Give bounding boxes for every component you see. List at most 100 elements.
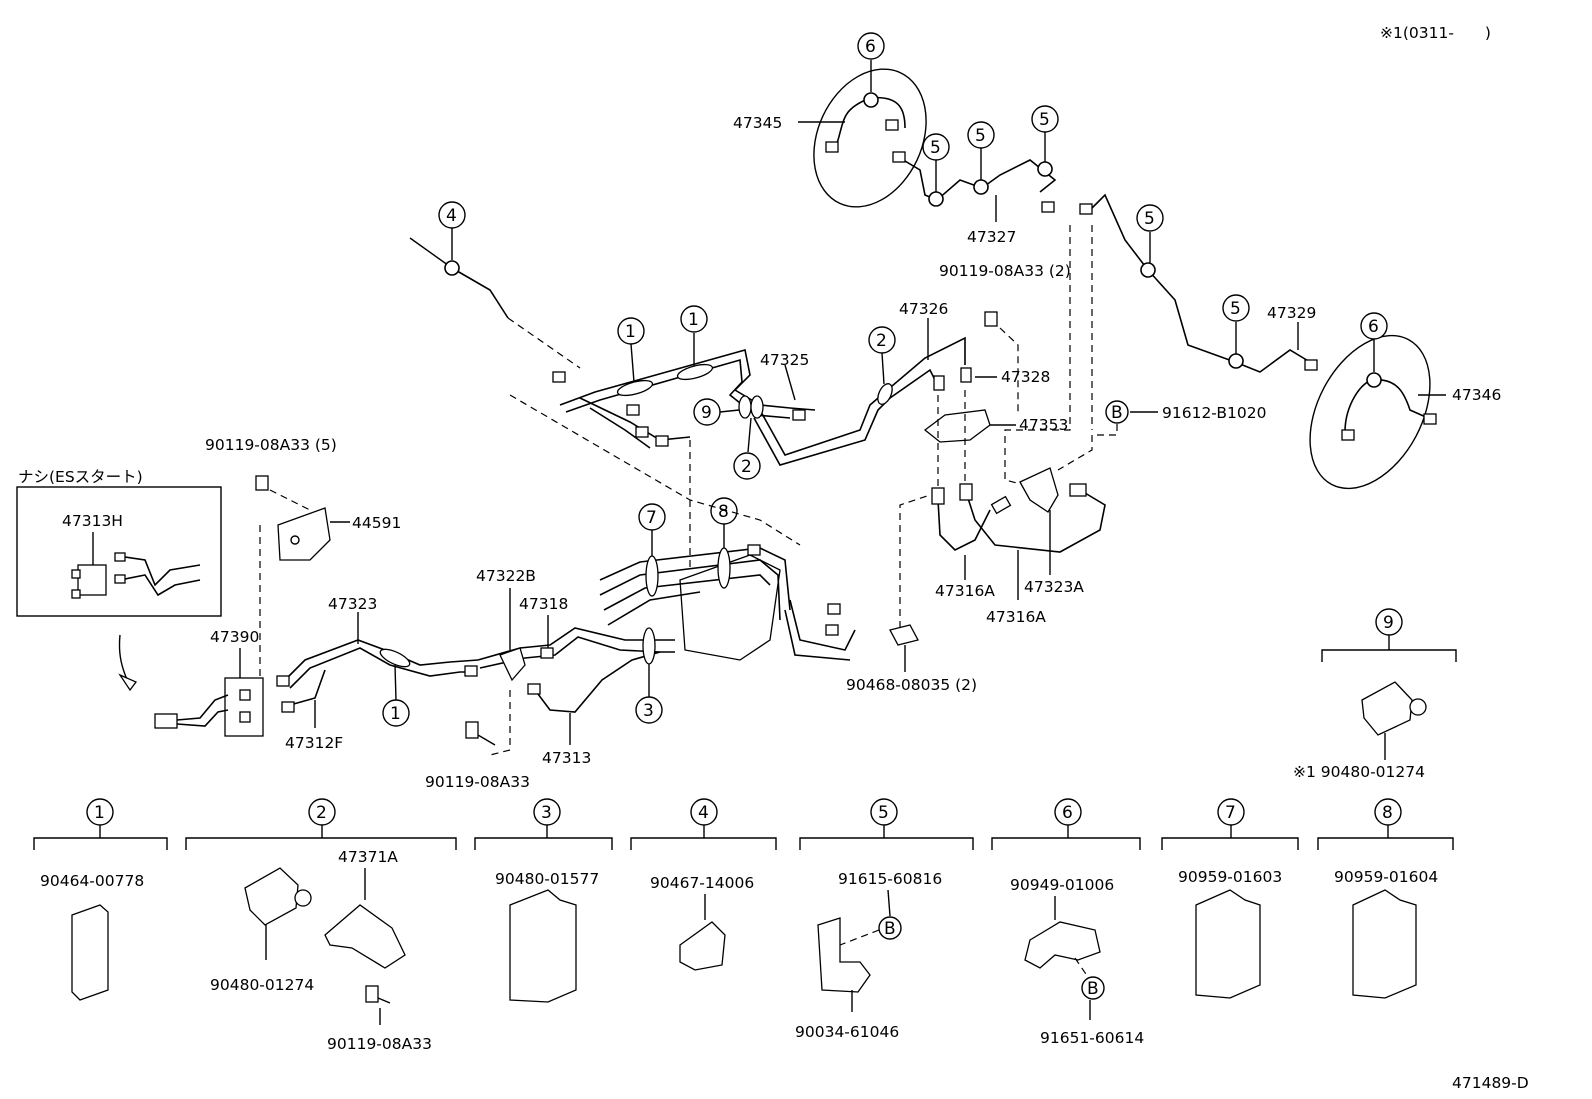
pipe-47312F	[289, 669, 326, 706]
pipe-right	[784, 609, 851, 661]
pipe-fitting	[281, 701, 295, 713]
detail-ellipse-47345	[813, 68, 927, 208]
callout-1-number: 1	[625, 322, 636, 342]
callout-6-number: 6	[1368, 317, 1379, 337]
callout-4	[438, 201, 466, 229]
label-47325: 47325	[760, 351, 809, 369]
label-47318: 47318	[519, 595, 568, 613]
callout-5-number: 5	[930, 138, 941, 158]
diagram-code: 471489-D	[1452, 1074, 1529, 1092]
clip-47322B	[499, 647, 526, 682]
group-bracket-9	[1321, 649, 1457, 662]
callout-1-number: 1	[688, 310, 699, 330]
block-47390	[224, 677, 264, 737]
pipe-fitting	[540, 647, 554, 659]
pipe-fitting	[825, 141, 839, 153]
clamp-9	[738, 395, 752, 419]
pipe-loop-d	[607, 591, 701, 626]
callout-1	[382, 699, 410, 727]
legend-bracket-6	[991, 837, 1141, 850]
callout-5-number: 5	[1039, 110, 1050, 130]
pipe-47329	[1089, 193, 1311, 373]
bracket-90949	[1024, 921, 1101, 969]
callout-b-letter: B	[1087, 979, 1099, 999]
clamp-2	[750, 395, 764, 419]
bolt	[365, 985, 379, 1003]
pipe-fitting	[892, 151, 906, 163]
block-47313H	[77, 564, 107, 596]
callout-2-number: 2	[741, 457, 752, 477]
pipe-47316A-b	[965, 489, 1106, 553]
legend-callout-1-number: 1	[94, 803, 105, 823]
callout-7	[638, 503, 666, 531]
dash-link	[507, 317, 581, 369]
pipe-47316A-a	[937, 499, 991, 551]
label-90468: 90468-08035 (2)	[846, 676, 977, 694]
callout-8	[710, 497, 738, 525]
callout-6	[1360, 312, 1388, 340]
leader-2	[747, 417, 752, 453]
inset-pipe	[124, 556, 201, 587]
label-47322B: 47322B	[476, 567, 536, 585]
label-47312F: 47312F	[285, 734, 343, 752]
clamp-7	[645, 555, 659, 597]
label-47328: 47328	[1001, 368, 1050, 386]
callout-3-number: 3	[643, 701, 654, 721]
callout-b	[1081, 976, 1105, 1000]
label-90119: 90119-08A33	[425, 773, 530, 791]
callout-5-number: 5	[1230, 299, 1241, 319]
label-90119-2: 90119-08A33 (2)	[939, 262, 1071, 280]
pipe-line-4	[451, 267, 509, 319]
label-47316A-2: 47316A	[986, 608, 1046, 626]
label-90119-5: 90119-08A33 (5)	[205, 436, 337, 454]
callout-b-letter: B	[1111, 403, 1123, 423]
clamp-stack	[71, 904, 109, 1001]
fitting	[114, 574, 126, 584]
leader-1	[394, 664, 397, 701]
pipe-link	[176, 709, 229, 727]
clamp-3	[642, 627, 656, 665]
bolt	[255, 475, 269, 491]
callout-2	[868, 326, 896, 354]
callout-1	[617, 317, 645, 345]
hose-fitting	[931, 487, 945, 505]
legend-part: 90464-00778	[40, 872, 144, 890]
callout-5	[1136, 204, 1164, 232]
clamp-90480-01274	[244, 867, 299, 926]
legend-bracket-8	[1317, 837, 1454, 850]
bolt-shank	[377, 997, 391, 1004]
label-91612: 91612-B1020	[1162, 404, 1266, 422]
legend-part: 90034-61046	[795, 1023, 899, 1041]
pipe-fitting	[933, 375, 945, 391]
clamp-stack	[509, 889, 577, 1003]
hose-fitting	[990, 495, 1012, 515]
label-47313H: 47313H	[62, 512, 123, 530]
label-47316A-1: 47316A	[935, 582, 995, 600]
pipe-line-4	[409, 237, 453, 269]
clamp-1	[616, 379, 654, 397]
clamp-point	[1366, 372, 1382, 388]
pipe-47325-c	[579, 397, 691, 441]
legend-callout-8-number: 8	[1382, 803, 1393, 823]
legend-bracket-4	[630, 837, 777, 850]
callout-9-number: 9	[701, 403, 712, 423]
clamp-point	[863, 92, 879, 108]
callout-5	[922, 133, 950, 161]
label-47353: 47353	[1019, 416, 1068, 434]
callout-5-number: 5	[1144, 209, 1155, 229]
clamp-8	[717, 547, 731, 589]
dash-link	[1057, 424, 1118, 471]
dash-link	[839, 929, 880, 946]
pipe-fitting	[276, 675, 290, 687]
legend-bracket-5	[799, 837, 974, 850]
label-47345: 47345	[733, 114, 782, 132]
clamp-90480-01274	[1361, 681, 1413, 736]
clamp-point	[1140, 262, 1156, 278]
legend-callout-4-number: 4	[698, 803, 709, 823]
callout-3	[635, 696, 663, 724]
dash-link	[489, 690, 511, 756]
legend-part: 90480-01274	[210, 976, 314, 994]
clip-90468	[889, 624, 919, 646]
pipe-fitting	[792, 409, 806, 421]
